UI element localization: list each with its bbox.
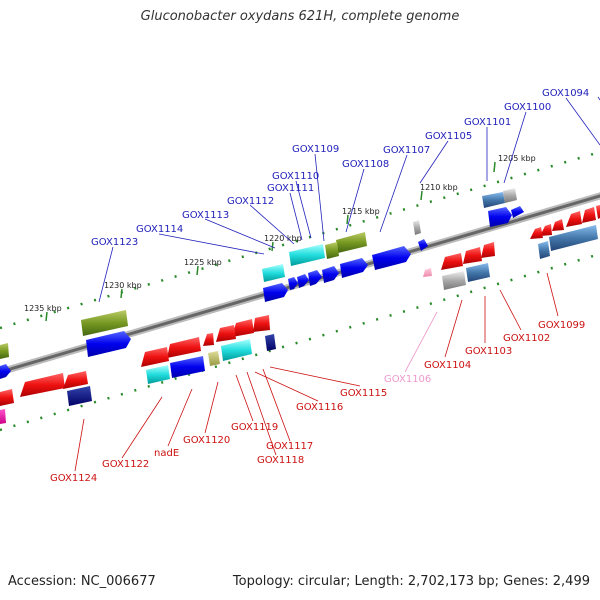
gene-edge (530, 227, 543, 239)
gene-edge (540, 224, 552, 236)
gene-label-gox1114[interactable]: GOX1114 (136, 224, 183, 235)
gene-label-gox1108[interactable]: GOX1108 (342, 159, 389, 170)
gene-gox1120 (167, 337, 201, 358)
gene-gox1107 (372, 246, 411, 270)
gene-label-gox1112[interactable]: GOX1112 (227, 196, 274, 207)
gene-label-nadE[interactable]: nadE (154, 448, 179, 459)
gene-edge (0, 364, 11, 379)
gene-arrow (511, 206, 524, 218)
gene-gox1110 (289, 244, 325, 266)
gene-label-gox1103[interactable]: GOX1103 (465, 346, 512, 357)
forward-strand-genes (0, 188, 524, 379)
gene-gox1106 (423, 268, 432, 277)
gene-arrow (297, 274, 309, 288)
gene-gox1120b (208, 351, 220, 366)
gene-label-gox1118[interactable]: GOX1118 (257, 455, 304, 466)
gene-gox1119 (203, 333, 214, 346)
gene-gox1116b (265, 334, 276, 351)
gene-gox1099b (538, 241, 550, 259)
gene-label-gox1119[interactable]: GOX1119 (231, 422, 278, 433)
gene-gox1104b (442, 271, 466, 290)
gene-label-gox1104[interactable]: GOX1104 (424, 360, 471, 371)
gene-gox1112 (322, 266, 339, 283)
gene-gox1122 (141, 347, 169, 367)
gene-gox1104 (441, 253, 463, 270)
gene-edge (0, 343, 9, 359)
gene-nadE-lower (221, 339, 252, 361)
gene-arrow (288, 277, 298, 290)
gene-edge (0, 409, 6, 424)
gene-label-gox1110[interactable]: GOX1110 (272, 171, 319, 182)
gene-label-gox1102[interactable]: GOX1102 (503, 333, 550, 344)
gene-label-gox1116[interactable]: GOX1116 (296, 402, 343, 413)
gene-edge (582, 207, 596, 223)
gene-label-gox1111[interactable]: GOX1111 (267, 183, 314, 194)
reverse-callouts (74, 272, 559, 472)
gene-gox1113 (262, 264, 285, 282)
gene-gox1103 (463, 247, 482, 264)
accession-text: Accession: NC_006677 (8, 574, 156, 589)
gene-label-gox1107[interactable]: GOX1107 (383, 145, 430, 156)
pseudogene-callout (404, 311, 438, 373)
gene-arrow (308, 270, 322, 286)
kbp-label: 1215 kbp (342, 207, 380, 216)
kbp-label: 1210 kbp (420, 183, 458, 192)
gene-nadE (170, 356, 205, 378)
gene-gox1114 (263, 283, 288, 302)
gene-gox1124c (67, 386, 92, 406)
forward-gene-labels: GOX1094 GOX1100 GOX1101 GOX1105 GOX1107 … (91, 88, 589, 248)
gene-edge (596, 205, 600, 219)
gene-gox1108 (336, 232, 367, 253)
gene-label-gox1099[interactable]: GOX1099 (538, 320, 585, 331)
gene-gox1100 (503, 188, 517, 203)
gene-gox1111 (340, 258, 368, 278)
genome-summary-text: Topology: circular; Length: 2,702,173 bp… (232, 574, 590, 589)
kbp-label: 1235 kbp (24, 304, 62, 313)
reverse-gene-labels: GOX1099 GOX1102 GOX1103 GOX1104 GOX1115 … (50, 320, 585, 484)
gene-label-gox1109[interactable]: GOX1109 (292, 144, 339, 155)
gene-label-gox1105[interactable]: GOX1105 (425, 131, 472, 142)
pseudogene-labels: GOX1106 (384, 374, 431, 385)
gene-gox1100-arrow (488, 207, 512, 227)
gene-label-gox1113[interactable]: GOX1113 (182, 210, 229, 221)
gene-gox1116 (232, 319, 254, 337)
gene-gox1117 (216, 325, 236, 342)
gene-gox1122b (146, 365, 170, 384)
kbp-markers: 1205 kbp 1210 kbp 1215 kbp 1220 kbp 1225… (24, 154, 536, 322)
gene-gox1115 (253, 315, 270, 332)
gene-label-gox1122[interactable]: GOX1122 (102, 459, 149, 470)
kbp-label: 1230 kbp (104, 281, 142, 290)
gene-label-gox1123[interactable]: GOX1123 (91, 237, 138, 248)
gene-label-gox1106[interactable]: GOX1106 (384, 374, 431, 385)
gene-gox1124b (63, 371, 88, 389)
page-title: Gluconobacter oxydans 621H, complete gen… (140, 9, 460, 24)
gene-label-gox1094[interactable]: GOX1094 (542, 88, 589, 99)
forward-callouts (98, 96, 600, 303)
gene-label-gox1101[interactable]: GOX1101 (464, 117, 511, 128)
gene-label-gox1100[interactable]: GOX1100 (504, 102, 551, 113)
gene-edge (0, 389, 14, 406)
gene-gox1102 (481, 242, 495, 258)
gene-edge (552, 219, 564, 231)
gene-gox1105-arrow (418, 239, 428, 251)
gene-label-gox1117[interactable]: GOX1117 (266, 441, 313, 452)
gene-label-gox1124[interactable]: GOX1124 (50, 473, 97, 484)
kbp-label: 1220 kbp (264, 234, 302, 243)
gene-label-gox1115[interactable]: GOX1115 (340, 388, 387, 399)
kbp-label: 1225 kbp (184, 258, 222, 267)
gene-gox1123 (81, 310, 128, 336)
gene-gox1124 (20, 373, 65, 397)
gene-gox1103b (466, 263, 490, 282)
gene-gox1101 (482, 192, 505, 208)
reverse-strand-genes (0, 205, 600, 424)
kbp-label: 1205 kbp (498, 154, 536, 163)
gene-gox1123-arrow (86, 331, 131, 357)
gene-gox1099 (549, 225, 598, 251)
gene-label-gox1120[interactable]: GOX1120 (183, 435, 230, 446)
gene-edge (566, 211, 582, 227)
gene-gox1105 (413, 220, 421, 235)
gene-gox1109 (325, 242, 339, 259)
